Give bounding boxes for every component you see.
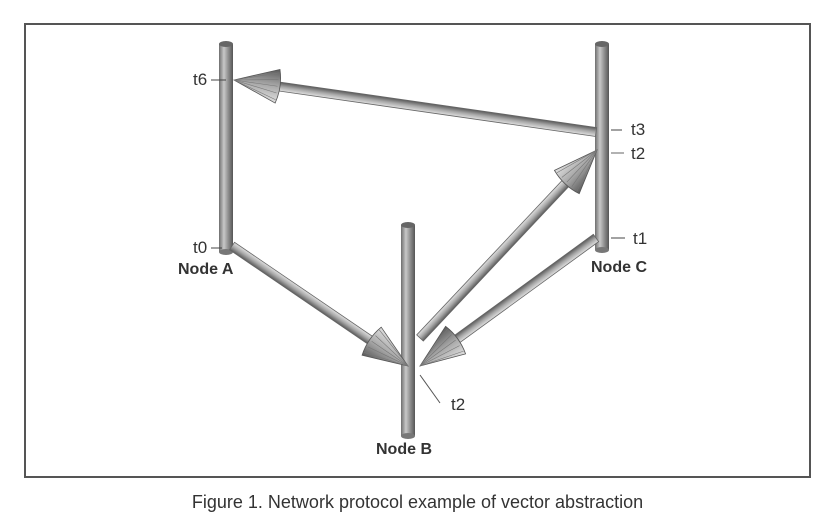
node-label-b: Node B — [376, 441, 432, 458]
figure-frame — [24, 23, 811, 478]
cone-shading-line — [571, 149, 598, 187]
time-label-c-t3: t3 — [631, 120, 646, 139]
cone-shading-line — [363, 352, 409, 367]
cone-shading-line — [233, 79, 276, 100]
message-arrow-a-to-b — [228, 241, 409, 367]
arrow-shaft — [274, 81, 598, 137]
cone-shading-line — [233, 79, 277, 94]
pillar-node-b — [401, 222, 415, 439]
arrowhead-cone — [361, 326, 409, 367]
cone-shading-line — [419, 345, 460, 367]
cone-shading-line — [419, 328, 448, 367]
tick-b-t2 — [419, 374, 441, 404]
arrow-shaft — [450, 233, 600, 346]
cone-shading-line — [566, 149, 598, 183]
time-label-a-t6: t6 — [193, 70, 208, 89]
time-label-c-t2: t2 — [631, 144, 646, 163]
arrow-shaft — [228, 241, 377, 347]
node-label-c: Node C — [591, 259, 647, 276]
pillar-node-c — [595, 41, 609, 253]
cone-shading-line — [419, 334, 452, 367]
cone-shading-line — [419, 339, 456, 367]
message-arrow-b-to-c — [416, 149, 598, 342]
cone-shading-line — [371, 340, 409, 367]
arrowhead-cone — [419, 325, 467, 367]
arrowhead-cone — [232, 68, 282, 104]
cone-shading-line — [556, 149, 598, 173]
time-label-b-t2: t2 — [451, 395, 466, 414]
cone-shading-line — [233, 72, 280, 81]
time-label-c-t1: t1 — [633, 229, 648, 248]
node-label-a: Node A — [178, 261, 234, 278]
time-label-a-t0: t0 — [193, 238, 208, 257]
cone-shading-line — [379, 329, 409, 367]
message-arrow-c-to-a — [232, 68, 598, 137]
cone-shading-line — [367, 346, 409, 367]
cone-shading-line — [576, 149, 598, 192]
cone-shading-line — [233, 79, 279, 81]
cone-shading-line — [233, 79, 278, 87]
message-arrow-c-to-b — [419, 233, 600, 367]
pillar-node-a — [219, 41, 233, 255]
figure-caption: Figure 1. Network protocol example of ve… — [191, 492, 644, 512]
cone-shading-line — [419, 350, 464, 367]
cone-shading-line — [561, 149, 598, 178]
cone-shading-line — [375, 335, 409, 367]
